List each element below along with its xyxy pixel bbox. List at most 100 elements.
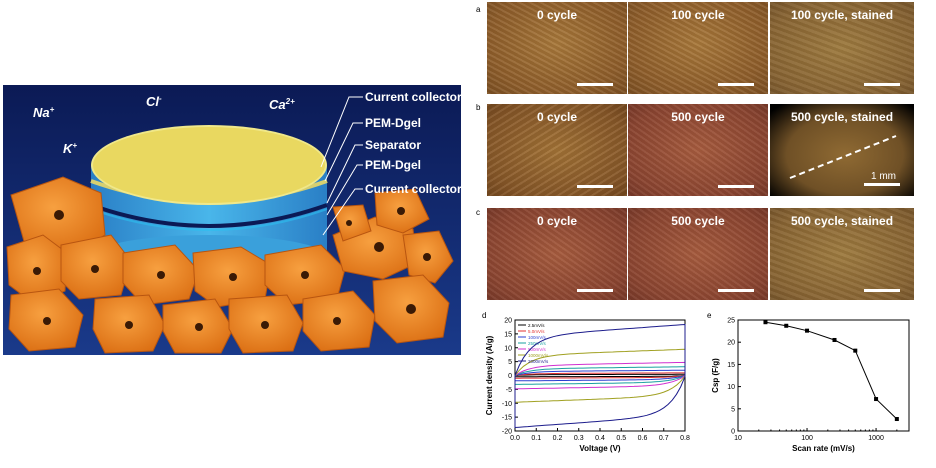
micrograph-caption: 500 cycle — [671, 110, 725, 124]
data-point — [832, 337, 837, 342]
y-tick-label: 5 — [731, 406, 735, 413]
cv-chart: 0.0 0.1 0.2 0.3 0.4 0.5 0.6 0.7 0.8 -20 -15 -10 -5 0 5… — [485, 318, 690, 454]
panel-label-c: c — [476, 208, 480, 217]
data-point — [784, 323, 789, 328]
legend-entry: 2.5mV/s — [528, 323, 545, 328]
layer-leader-lines — [320, 96, 363, 236]
data-point — [763, 320, 768, 325]
layer-label-pem-dgel-bottom: PEM-Dgel — [365, 158, 421, 172]
scale-bar — [864, 83, 900, 86]
y-tick-label: 0 — [508, 373, 512, 380]
scale-bar — [718, 289, 754, 292]
scale-bar — [718, 83, 754, 86]
data-point — [894, 417, 899, 422]
x-tick-label: 0.0 — [510, 435, 520, 442]
panel-label-e: e — [707, 311, 712, 320]
x-tick-label: 0.4 — [595, 435, 605, 442]
data-point — [853, 348, 858, 353]
ion-na-label: Na+ — [33, 105, 55, 120]
micrograph-c-0-cycle: 0 cycle — [487, 208, 627, 300]
legend-entry: 1000mV/s — [528, 353, 549, 358]
scale-bar-label: 1 mm — [871, 171, 896, 182]
layer-label-current-collector-bottom: Current collector — [365, 182, 461, 196]
micrograph-caption: 100 cycle — [671, 8, 725, 22]
x-tick-label: 1000 — [868, 435, 884, 442]
y-tick-label: 15 — [727, 362, 735, 369]
layer-label-current-collector-top: Current collector — [365, 90, 461, 104]
csp-line — [765, 321, 898, 420]
y-tick-label: -10 — [502, 401, 512, 408]
micrograph-caption: 500 cycle, stained — [790, 110, 894, 124]
panel-label-b: b — [476, 103, 481, 112]
x-tick-label: 100 — [801, 435, 813, 442]
y-tick-label: -20 — [502, 429, 512, 436]
x-tick-label: 0.5 — [616, 435, 626, 442]
cv-curve-250mvs — [514, 366, 686, 385]
cv-curve-500mvs — [514, 361, 686, 390]
layer-label-pem-dgel-top: PEM-Dgel — [365, 116, 421, 130]
legend-entry: 100mV/s — [528, 335, 547, 340]
ion-k-label: K+ — [63, 141, 77, 156]
y-axis-label: Current density (A/g) — [485, 335, 494, 415]
y-tick-label: 10 — [504, 345, 512, 352]
cv-curve-50mvs — [514, 372, 686, 379]
x-tick-label: 0.3 — [574, 435, 584, 442]
micrograph-a-100-cycle-stained: 100 cycle, stained — [770, 2, 914, 94]
ion-ca-label: Ca2+ — [269, 97, 295, 112]
ion-cl-label: Cl- — [146, 94, 162, 109]
micrograph-b-500-cycle: 500 cycle — [628, 104, 768, 196]
y-tick-label: 5 — [508, 359, 512, 366]
micrograph-a-100-cycle: 100 cycle — [628, 2, 768, 94]
scale-bar — [864, 289, 900, 292]
micrograph-c-500-cycle: 500 cycle — [628, 208, 768, 300]
y-tick-label: 10 — [727, 384, 735, 391]
y-tick-label: 0 — [731, 429, 735, 436]
micrograph-c-500-cycle-stained: 500 cycle, stained — [770, 208, 914, 300]
x-axis-label: Voltage (V) — [579, 444, 621, 453]
micrograph-caption: 0 cycle — [536, 110, 578, 124]
micrograph-a-0-cycle: 0 cycle — [487, 2, 627, 94]
x-tick-label: 0.6 — [638, 435, 648, 442]
cv-curve-25mvs — [514, 373, 686, 378]
scale-bar — [864, 183, 900, 186]
scale-bar — [577, 289, 613, 292]
x-tick-label: 0.7 — [659, 435, 669, 442]
micrograph-caption: 100 cycle, stained — [790, 8, 894, 22]
cell-layer — [6, 176, 454, 354]
x-tick-label: 10 — [734, 435, 742, 442]
micrograph-caption: 500 cycle — [671, 214, 725, 228]
scale-bar — [718, 185, 754, 188]
micrograph-b-500-cycle-stained: 500 cycle, stained 1 mm — [770, 104, 914, 196]
y-tick-label: 20 — [504, 318, 512, 325]
y-tick-label: 15 — [504, 331, 512, 338]
data-point — [805, 328, 810, 333]
cv-curve-100mvs — [514, 369, 686, 382]
micrograph-caption: 0 cycle — [536, 8, 578, 22]
scale-bar — [577, 83, 613, 86]
panel-label-a: a — [476, 5, 481, 14]
x-tick-label: 0.1 — [531, 435, 541, 442]
layer-label-separator: Separator — [365, 138, 421, 152]
micrograph-b-0-cycle: 0 cycle — [487, 104, 627, 196]
x-tick-label: 0.2 — [553, 435, 563, 442]
x-axis-label: Scan rate (mV/s) — [792, 444, 855, 453]
scale-bar — [577, 185, 613, 188]
legend-entry: 5.0mV/s — [528, 329, 545, 334]
y-tick-label: 20 — [727, 340, 735, 347]
electrolyte-schematic: Na+ Cl- Ca2+ K+ — [3, 85, 461, 355]
y-axis-label: Csp (F/g) — [711, 358, 720, 393]
dashed-boundary-line — [789, 135, 897, 179]
x-tick-label: 0.8 — [680, 435, 690, 442]
legend-entry: 500mV/s — [528, 347, 547, 352]
micrograph-caption: 0 cycle — [536, 214, 578, 228]
micrograph-caption: 500 cycle, stained — [790, 214, 894, 228]
y-tick-label: -5 — [506, 387, 512, 394]
legend-entry: 2000mV/s — [528, 359, 549, 364]
y-tick-label: 25 — [727, 318, 735, 325]
plot-frame — [737, 319, 910, 432]
data-point — [874, 397, 879, 402]
panel-label-d: d — [482, 311, 487, 320]
cv-curve-2000mvs — [514, 323, 686, 429]
y-tick-label: -15 — [502, 415, 512, 422]
